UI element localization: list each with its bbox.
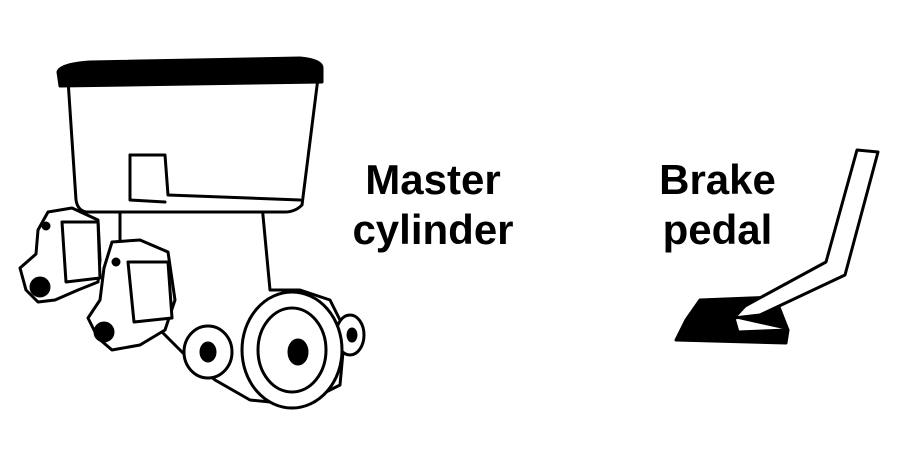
left-front-ear-face — [60, 220, 102, 284]
front-boss-hole — [199, 341, 217, 363]
reservoir-lid — [56, 56, 324, 88]
master-cylinder-label-line-2: cylinder — [352, 206, 514, 253]
brake-pedal-label-line-1: Brake — [659, 156, 776, 203]
middle-port — [93, 321, 115, 343]
left-front-hole — [41, 221, 51, 231]
reservoir-seam — [128, 153, 302, 202]
master-cylinder-label-line-1: Master — [365, 156, 501, 203]
left-front-port — [29, 276, 51, 298]
rear-boss-hole — [346, 327, 358, 343]
brake-pedal-label-line-2: pedal — [662, 206, 773, 253]
brake-pedal-illustration — [674, 148, 880, 345]
middle-ear-face — [126, 260, 174, 324]
master-cylinder-label: Master cylinder — [318, 155, 548, 255]
reservoir — [66, 76, 320, 214]
master-cylinder-illustration — [18, 56, 366, 410]
middle-hole — [111, 257, 121, 267]
pedal-arm — [732, 148, 880, 334]
bore-hole — [287, 338, 309, 366]
brake-pedal-label: Brake pedal — [620, 155, 815, 255]
reservoir-notch — [128, 153, 167, 204]
